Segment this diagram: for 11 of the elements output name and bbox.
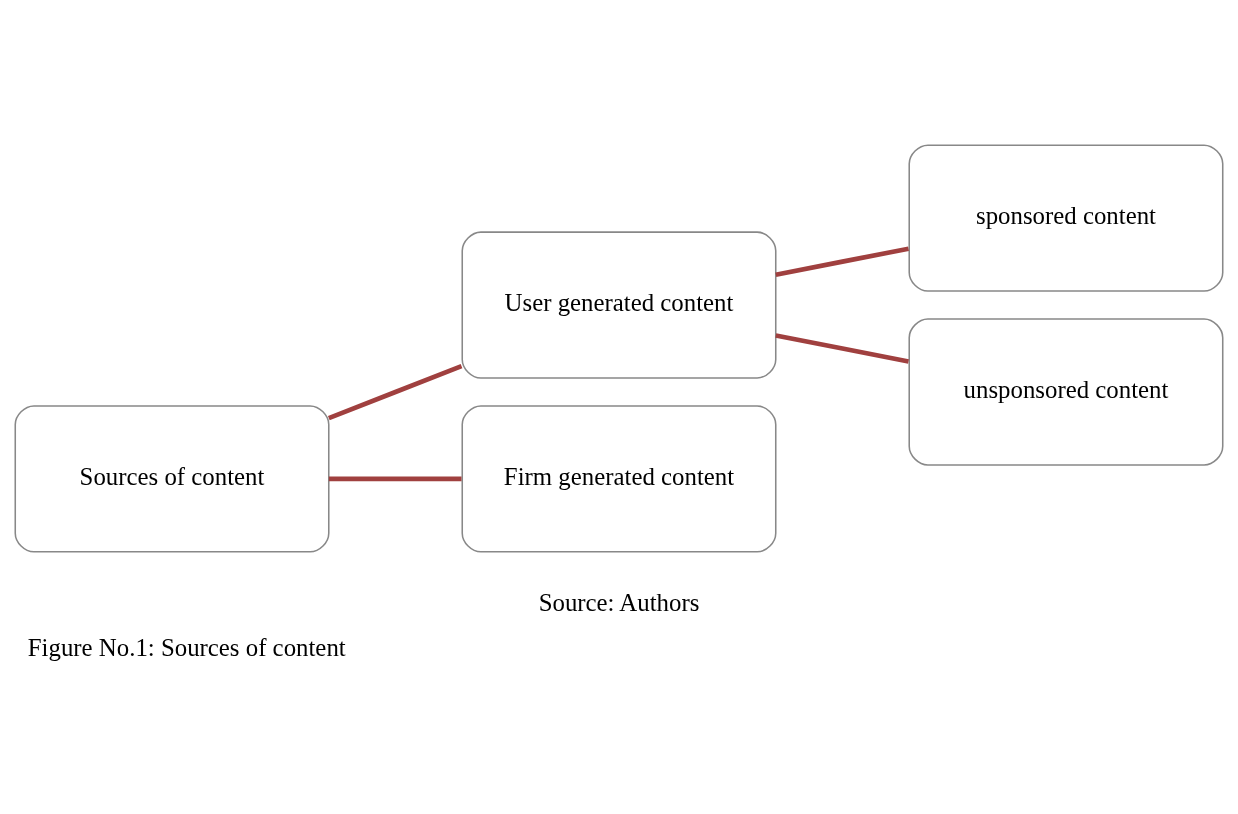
label: Source: Authors	[538, 588, 700, 615]
node-box: sponsored content	[908, 143, 1224, 292]
connector	[327, 363, 463, 420]
node-box: User generated content	[461, 230, 777, 379]
caption: Figure No.1: Sources of content	[27, 633, 346, 661]
connector	[328, 476, 462, 481]
connector	[775, 332, 909, 364]
connector	[775, 245, 909, 277]
node-box: Firm generated content	[461, 404, 777, 553]
node-box: unsponsored content	[908, 317, 1224, 466]
node-box: Sources of content	[14, 404, 330, 553]
